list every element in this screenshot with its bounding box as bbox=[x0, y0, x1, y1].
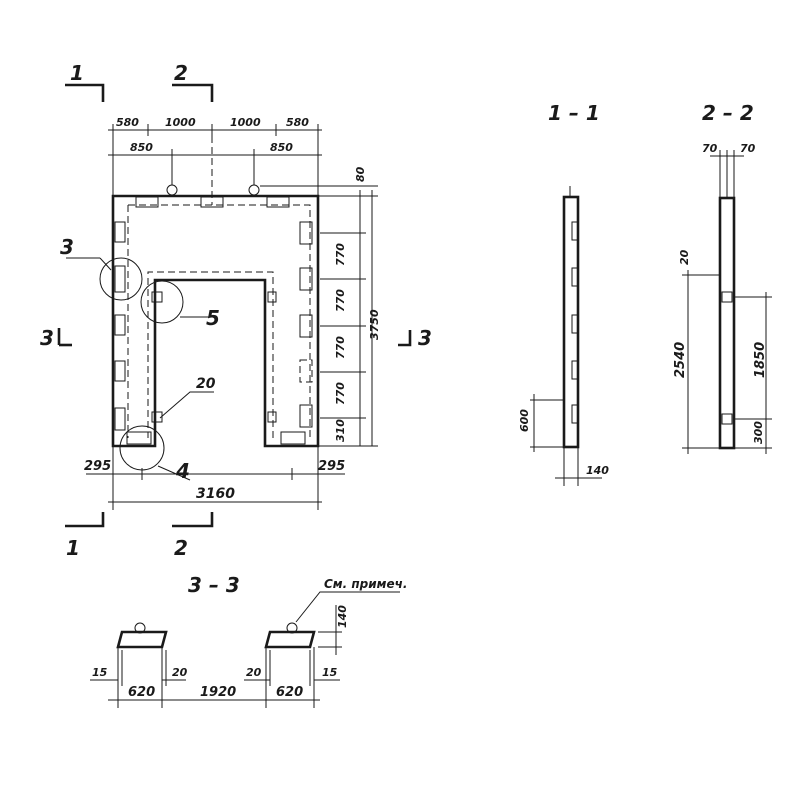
lifting-loop bbox=[286, 622, 298, 634]
embedded-plate bbox=[299, 221, 313, 245]
dimension-ticks bbox=[260, 185, 378, 447]
dim-600: 600 bbox=[518, 409, 531, 432]
section-3-3-right-piece bbox=[264, 630, 316, 649]
section-1-1: 1 – 1 600 140 bbox=[518, 101, 609, 486]
dim-1850: 1850 bbox=[753, 342, 768, 378]
dim-70-left: 70 bbox=[702, 142, 718, 155]
section-2-2-plate bbox=[721, 291, 733, 303]
dim-770-4: 770 bbox=[334, 382, 347, 405]
embedded-plate bbox=[151, 291, 163, 303]
embedded-plate bbox=[280, 431, 306, 445]
dim-80: 80 bbox=[354, 166, 367, 182]
lifting-loop bbox=[134, 622, 146, 634]
inner-dashed-outline bbox=[127, 204, 311, 438]
dim-850-left: 850 bbox=[130, 141, 153, 154]
dimension-ticks bbox=[112, 446, 319, 510]
cut-mark-1-bottom: 1 bbox=[66, 536, 80, 560]
dim-20: 20 bbox=[678, 249, 691, 265]
dim-3160: 3160 bbox=[196, 486, 235, 502]
dim-top-580-left: 580 bbox=[116, 116, 139, 129]
cut-mark-2-top: 2 bbox=[174, 61, 188, 85]
section-3-3-left-piece bbox=[116, 630, 168, 649]
section-1-1-recesses bbox=[571, 221, 578, 424]
embedded-plate bbox=[267, 411, 277, 423]
embedded-plate bbox=[151, 411, 163, 423]
embedded-plate bbox=[114, 314, 126, 336]
section-3-3-title: 3 – 3 bbox=[188, 573, 240, 597]
leader-line bbox=[157, 465, 191, 481]
dim-70-right: 70 bbox=[740, 142, 756, 155]
callout-20: 20 bbox=[196, 376, 216, 392]
dimension-ticks bbox=[117, 647, 315, 708]
dim-top-1000-left: 1000 bbox=[165, 116, 196, 129]
note-leader bbox=[295, 591, 400, 623]
cut-mark-3-right: 3 bbox=[418, 326, 432, 350]
dim-3750: 3750 bbox=[368, 309, 381, 340]
leader-line bbox=[159, 391, 214, 419]
dim-top-1000-right: 1000 bbox=[230, 116, 261, 129]
section-2-2: 2 – 2 70 70 20 2540 1850 300 bbox=[673, 101, 772, 454]
embedded-plate bbox=[299, 404, 313, 428]
embedded-plate bbox=[299, 267, 313, 291]
embedded-plate bbox=[126, 431, 152, 445]
dim-310: 310 bbox=[334, 419, 347, 442]
leader-line bbox=[99, 257, 112, 271]
embedded-plate bbox=[299, 314, 313, 338]
embedded-plate bbox=[114, 407, 126, 431]
cut-mark-3-left: 3 bbox=[40, 326, 54, 350]
embedded-plate bbox=[299, 359, 313, 383]
lifting-loop bbox=[166, 184, 178, 196]
section-2-2-outline bbox=[718, 196, 736, 450]
dim-770-3: 770 bbox=[334, 336, 347, 359]
dim-295-left: 295 bbox=[84, 459, 111, 474]
dim-1920: 1920 bbox=[200, 685, 236, 700]
section-2-2-title: 2 – 2 bbox=[702, 101, 754, 125]
dim-770-1: 770 bbox=[334, 243, 347, 266]
cut-marks bbox=[57, 83, 412, 528]
embedded-plate bbox=[114, 221, 126, 243]
detail-circle-5 bbox=[140, 280, 184, 324]
dim-300: 300 bbox=[752, 421, 765, 444]
dim-140-section-1: 140 bbox=[586, 464, 609, 477]
dim-top-580-right: 580 bbox=[286, 116, 309, 129]
dim-15-right: 15 bbox=[322, 666, 338, 679]
dim-15-left: 15 bbox=[92, 666, 108, 679]
frame-outline bbox=[111, 194, 320, 448]
callout-5: 5 bbox=[206, 306, 220, 330]
dim-20-left: 20 bbox=[172, 666, 188, 679]
dim-295-right: 295 bbox=[318, 459, 345, 474]
cut-mark-2-bottom: 2 bbox=[174, 536, 188, 560]
detail-circle-3 bbox=[99, 257, 143, 301]
section-1-1-outline bbox=[562, 195, 580, 449]
embedded-plate bbox=[114, 360, 126, 382]
dim-850-right: 850 bbox=[270, 141, 293, 154]
dim-20-right: 20 bbox=[246, 666, 262, 679]
section-3-3: 3 – 3 См. примеч. 140 15 bbox=[90, 573, 407, 708]
cut-mark-1-top: 1 bbox=[70, 61, 84, 85]
lifting-loop bbox=[248, 184, 260, 196]
dim-140-section-3: 140 bbox=[336, 605, 349, 628]
dim-620-right: 620 bbox=[276, 685, 303, 700]
plan-view: 3 5 20 4 580 1000 1000 580 850 850 bbox=[40, 61, 432, 560]
detail-circle-4 bbox=[119, 425, 165, 471]
section-1-1-title: 1 – 1 bbox=[548, 101, 600, 125]
callout-3: 3 bbox=[60, 235, 74, 259]
section-2-2-plate bbox=[721, 413, 733, 425]
note-see-remark: См. примеч. bbox=[324, 577, 407, 591]
embedded-plate bbox=[267, 291, 277, 303]
callout-4: 4 bbox=[175, 459, 190, 483]
dimension-ticks bbox=[112, 124, 319, 196]
dim-2540: 2540 bbox=[673, 342, 688, 378]
embedded-plate bbox=[266, 196, 290, 208]
dim-620-left: 620 bbox=[128, 685, 155, 700]
embedded-plate bbox=[135, 196, 159, 208]
dim-770-2: 770 bbox=[334, 289, 347, 312]
embedded-plate bbox=[114, 265, 126, 293]
